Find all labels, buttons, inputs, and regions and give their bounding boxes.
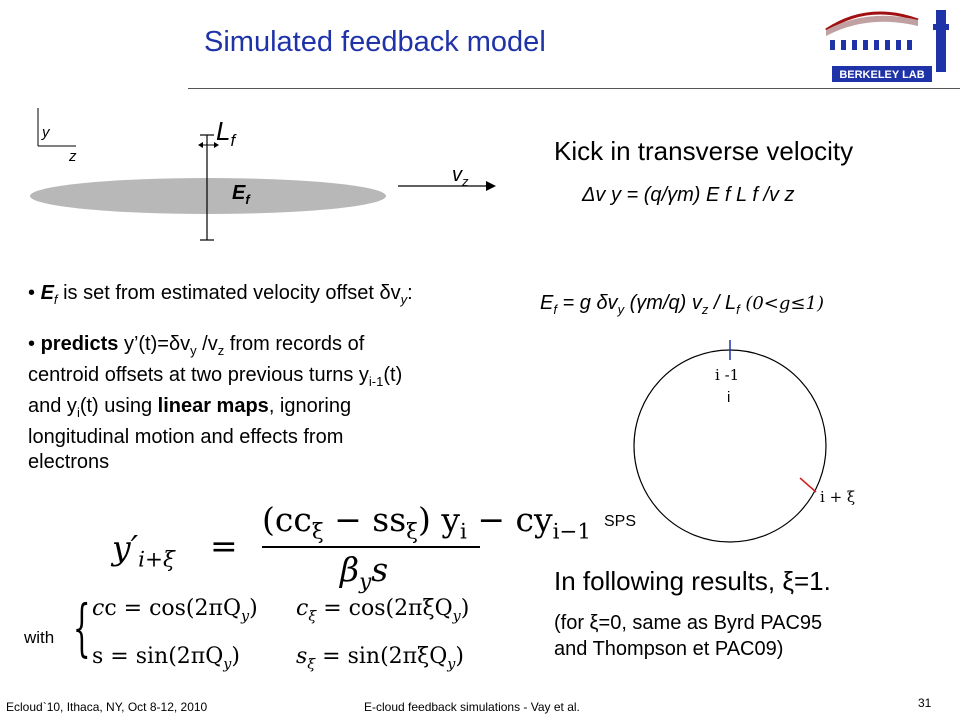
logo-text: BERKELEY LAB (839, 69, 924, 81)
kick-heading: Kick in transverse velocity (554, 136, 854, 166)
ring-label-i-plus-xi: i + ξ (820, 488, 856, 506)
equation-numerator: (ccξ − ssξ) yi − cyi−1 (262, 500, 592, 545)
berkeley-lab-logo-icon: BERKELEY LAB (825, 10, 949, 82)
title-divider (188, 88, 960, 89)
berkeley-lab-logo: BERKELEY LAB (808, 4, 958, 88)
with-label: with (24, 628, 55, 647)
footer-title: E-cloud feedback simulations - Vay et al… (364, 700, 580, 714)
fraction-bar (262, 546, 480, 548)
results-note-line2: and Thompson et PAC09) (554, 638, 784, 660)
beam-diagram (30, 108, 496, 241)
kick-formula: Δv y = (q/γm) E f L f /v z (582, 184, 795, 206)
sps-ring-diagram (633, 340, 827, 543)
results-heading: In following results, ξ=1. (554, 566, 831, 596)
ring-label-i-minus-1: i -1 (715, 366, 740, 384)
definition-c: cc = cos(2πQy) (92, 596, 258, 625)
ring-label-sps: SPS (604, 513, 637, 530)
lf-double-arrow-icon (198, 142, 219, 148)
definition-s-xi: sξ = sin(2πξQy) (296, 644, 464, 673)
definitions-brace: { (72, 591, 91, 664)
axis-y-label: y (42, 124, 50, 141)
page-number: 31 (918, 696, 932, 710)
vz-label: vz (452, 164, 469, 189)
equation-equals: = (210, 526, 238, 565)
lf-label: Lf (216, 116, 236, 151)
ef-equation: Ef = g δvy (γm/q) vz / Lf (0<g≤1) (540, 292, 824, 317)
equation-denominator: βys (340, 550, 389, 595)
equation-lhs: y′i+ξ (112, 528, 175, 573)
beam-bunch (30, 178, 386, 214)
kicker-marker-i-xi (799, 477, 817, 493)
axis-z-label: z (69, 148, 77, 165)
ef-label: Ef (232, 182, 250, 207)
ring-label-i: i (727, 389, 731, 406)
vz-arrow-icon (398, 181, 496, 191)
footer-conference: Ecloud`10, Ithaca, NY, Oct 8-12, 2010 (6, 700, 208, 714)
bullet-predicts: • predicts y’(t)=δvy /vz from records of… (28, 333, 403, 473)
definition-c-xi: cξ = cos(2πξQy) (296, 596, 470, 625)
bullet-ef: • Ef is set from estimated velocity offs… (28, 282, 413, 307)
definition-s: s = sin(2πQy) (92, 644, 240, 673)
results-note-line1: (for ξ=0, same as Byrd PAC95 (554, 612, 823, 634)
page-title: Simulated feedback model (204, 26, 546, 58)
